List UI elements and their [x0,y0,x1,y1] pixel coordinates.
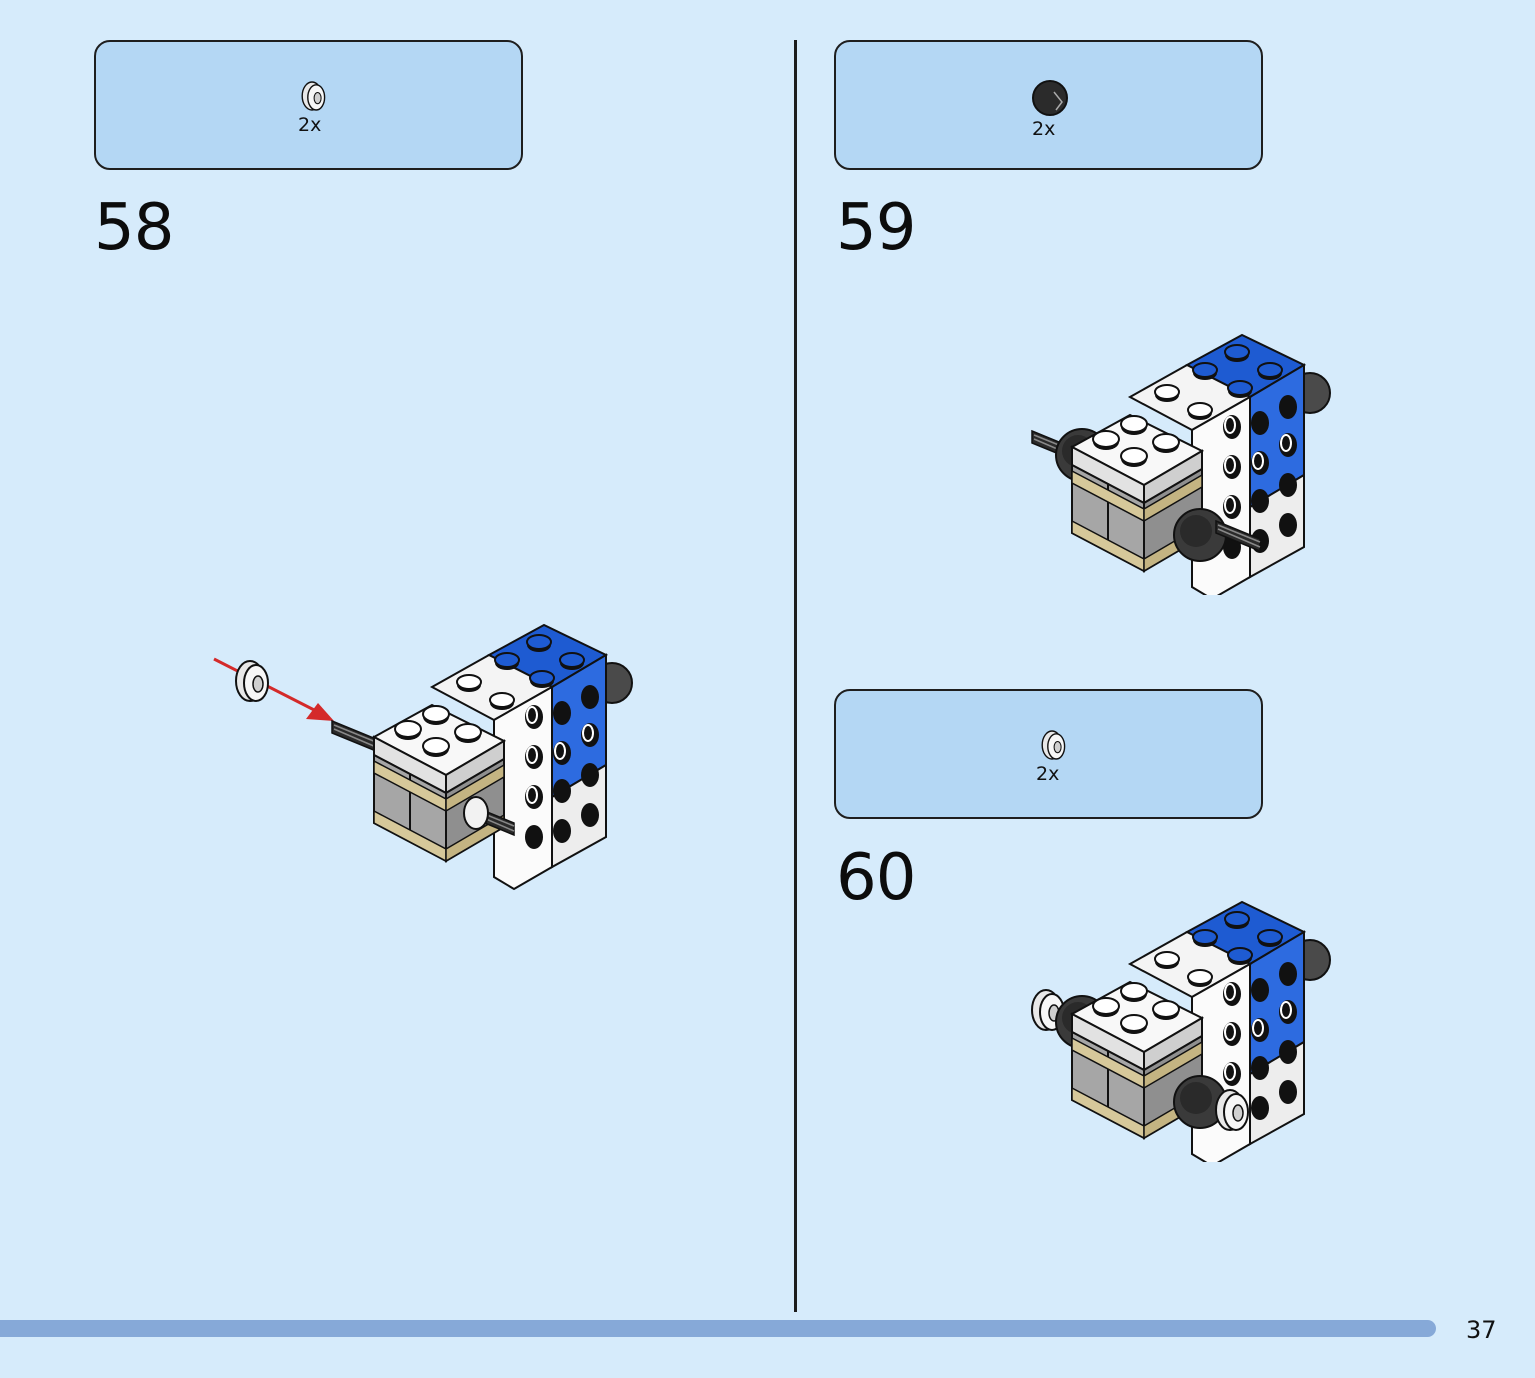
page-number: 37 [1466,1316,1497,1344]
parts-callout-step-58: 2x [94,40,523,170]
arrow-icon [213,657,325,717]
bush-icon [301,81,326,111]
parts-callout-step-59: 2x [834,40,1263,170]
parts-callout-step-60: 2x [834,689,1263,819]
bush-part [235,660,269,702]
part-quantity: 2x [1036,763,1060,785]
step-number-58: 58 [94,191,174,265]
bush-icon [1041,730,1066,760]
step-number-60: 60 [836,841,916,915]
step-59-illustration [1031,334,1331,595]
wheel-icon [1032,80,1068,116]
page-divider [794,40,797,1312]
step-number-59: 59 [836,191,916,265]
part-quantity: 2x [1032,118,1056,140]
step-58-illustration [213,624,633,890]
step-60-illustration [1031,901,1331,1162]
arrowhead-icon [306,703,334,721]
part-quantity: 2x [298,114,322,136]
progress-bar [0,1320,1436,1337]
